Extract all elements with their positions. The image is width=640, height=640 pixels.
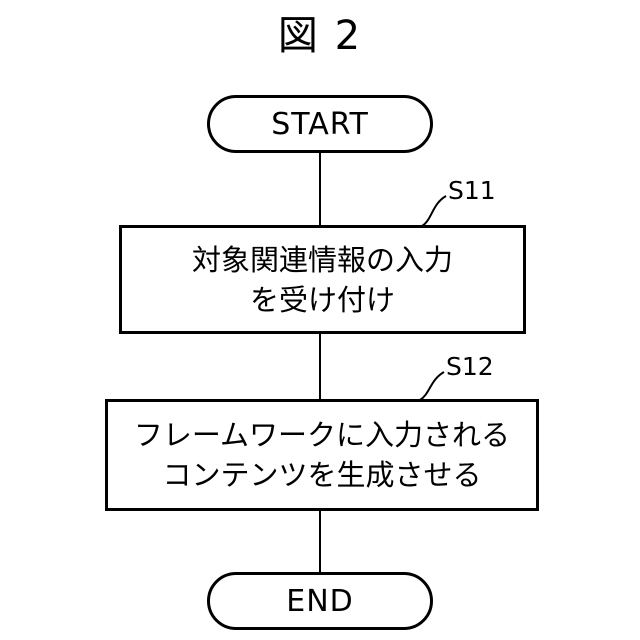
- start-terminal: START: [207, 95, 433, 153]
- leader-s12: [420, 372, 444, 400]
- process-step-s12: フレームワークに入力される コンテンツを生成させる: [105, 399, 539, 511]
- process-step-s11: 対象関連情報の入力 を受け付け: [119, 225, 526, 334]
- step-s11-line-2: を受け付け: [250, 280, 395, 320]
- step-s12-line-2: コンテンツを生成させる: [162, 455, 481, 495]
- step-id-s12: S12: [446, 352, 494, 382]
- step-id-s11: S11: [448, 176, 496, 206]
- step-s11-line-1: 対象関連情報の入力: [192, 240, 453, 280]
- leader-s11: [422, 196, 446, 226]
- start-label: START: [271, 107, 369, 142]
- step-s12-line-1: フレームワークに入力される: [134, 415, 510, 455]
- end-terminal: END: [207, 572, 433, 630]
- end-label: END: [286, 584, 354, 619]
